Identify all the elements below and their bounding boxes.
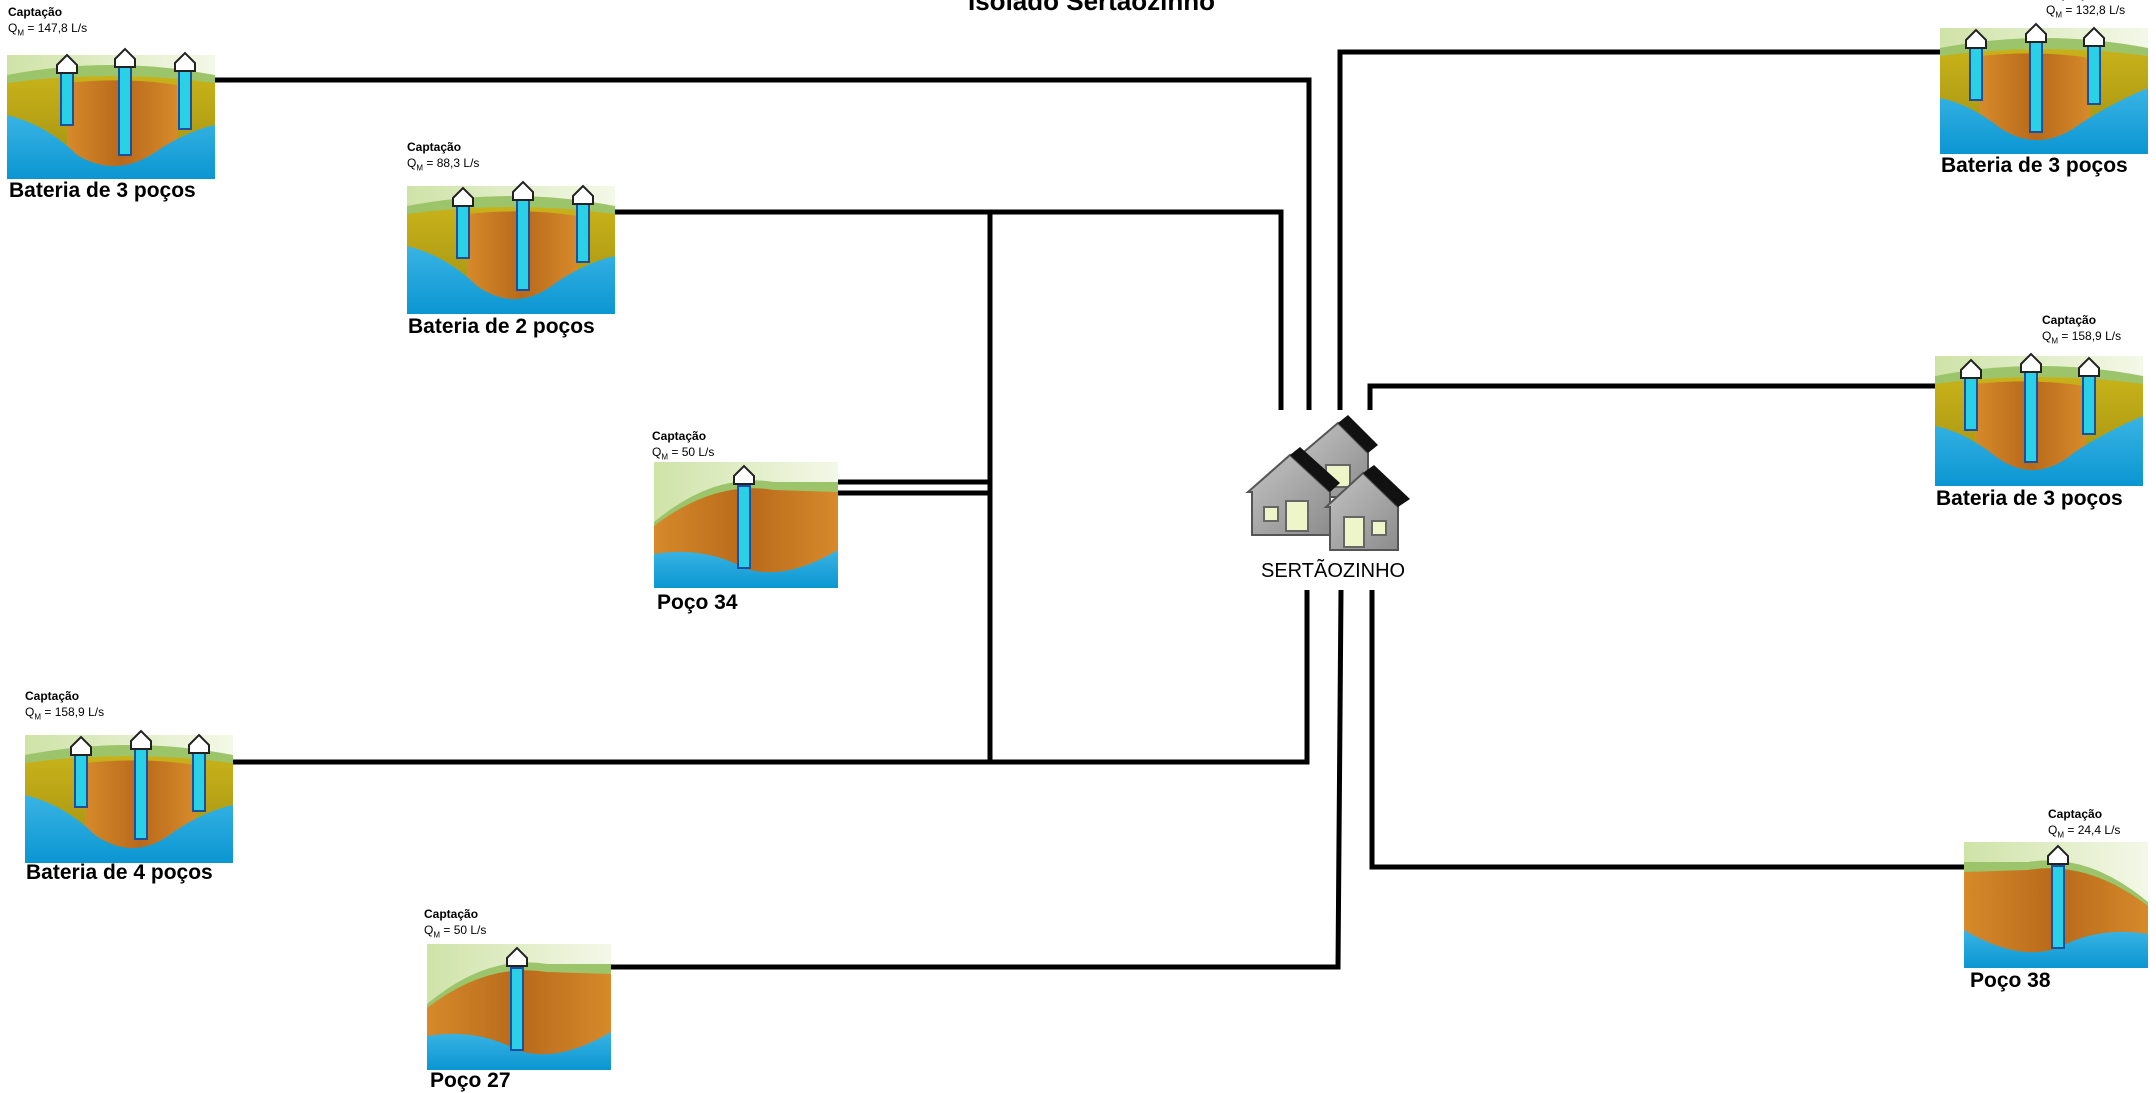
source-name: Bateria de 2 poços xyxy=(408,315,595,338)
source-name: Bateria de 3 poços xyxy=(1936,487,2123,510)
flow-value: QM = 24,4 L/s xyxy=(2048,823,2121,840)
pipe-bat3-top-right xyxy=(1337,49,1940,410)
source-name: Bateria de 3 poços xyxy=(1941,154,2128,177)
well-battery-icon xyxy=(407,180,615,314)
captacao-caption: Captação QM = 24,4 L/s xyxy=(2048,806,2120,843)
pipe-network xyxy=(212,49,1966,970)
flow-value: QM = 158,9 L/s xyxy=(2042,329,2122,346)
flow-value: QM = 50 L/s xyxy=(652,445,715,462)
flow-value: QM = 132,8 L/s xyxy=(2046,3,2126,20)
captacao-label: Captação xyxy=(652,429,707,443)
pipe-bat3-mid-right xyxy=(1367,383,1935,410)
well-battery-icon xyxy=(1935,352,2143,486)
pipe-bat3-top-left xyxy=(212,77,1312,410)
house-icon xyxy=(1323,465,1410,551)
single-well-icon xyxy=(654,462,838,588)
flow-value: QM = 50 L/s xyxy=(424,923,487,940)
source-name: Bateria de 3 poços xyxy=(9,179,196,202)
captacao-caption: Captação QM = 158,9 L/s xyxy=(25,688,104,725)
captacao-label: Captação xyxy=(8,5,63,19)
well-battery-icon xyxy=(7,47,215,179)
city-label: SERTÃOZINHO xyxy=(1261,560,1406,582)
captacao-label: Captação xyxy=(424,907,479,921)
captacao-label: Captação xyxy=(2046,0,2125,2)
pipe-bat4 xyxy=(232,590,1310,765)
pipe-poco38 xyxy=(1369,590,1966,870)
source-name: Poço 38 xyxy=(1970,969,2051,992)
well-battery-icon xyxy=(25,729,233,863)
single-well-icon xyxy=(427,944,611,1070)
source-name: Poço 34 xyxy=(657,591,738,614)
source-name: Poço 27 xyxy=(430,1069,511,1092)
captacao-caption: Captação QM = 50 L/s xyxy=(424,906,486,943)
pipe-bat2 xyxy=(612,209,1284,410)
flow-value: QM = 158,9 L/s xyxy=(25,705,105,722)
diagram-title: Isolado Sertãozinho xyxy=(968,0,1216,16)
captacao-label: Captação xyxy=(2042,313,2097,327)
flow-value: QM = 88,3 L/s xyxy=(407,156,480,173)
captacao-label: Captação xyxy=(25,689,80,703)
captacao-caption: Captação QM = 132,8 L/s xyxy=(2046,0,2125,23)
single-well-icon xyxy=(1964,842,2148,968)
house-icon xyxy=(1245,447,1340,536)
city-houses-icon xyxy=(1245,415,1410,551)
flow-value: QM = 147,8 L/s xyxy=(8,21,88,38)
well-battery-icon xyxy=(1940,22,2148,154)
captacao-label: Captação xyxy=(407,140,462,154)
pipe-poco27 xyxy=(600,589,1344,970)
source-name: Bateria de 4 poços xyxy=(26,861,213,884)
captacao-caption: Captação QM = 88,3 L/s xyxy=(407,139,479,176)
captacao-label: Captação xyxy=(2048,807,2103,821)
captacao-caption: Captação QM = 147,8 L/s xyxy=(8,4,87,41)
captacao-caption: Captação QM = 158,9 L/s xyxy=(2042,312,2121,349)
pipe-poco34-b xyxy=(830,490,993,762)
captacao-caption: Captação QM = 50 L/s xyxy=(652,428,714,465)
